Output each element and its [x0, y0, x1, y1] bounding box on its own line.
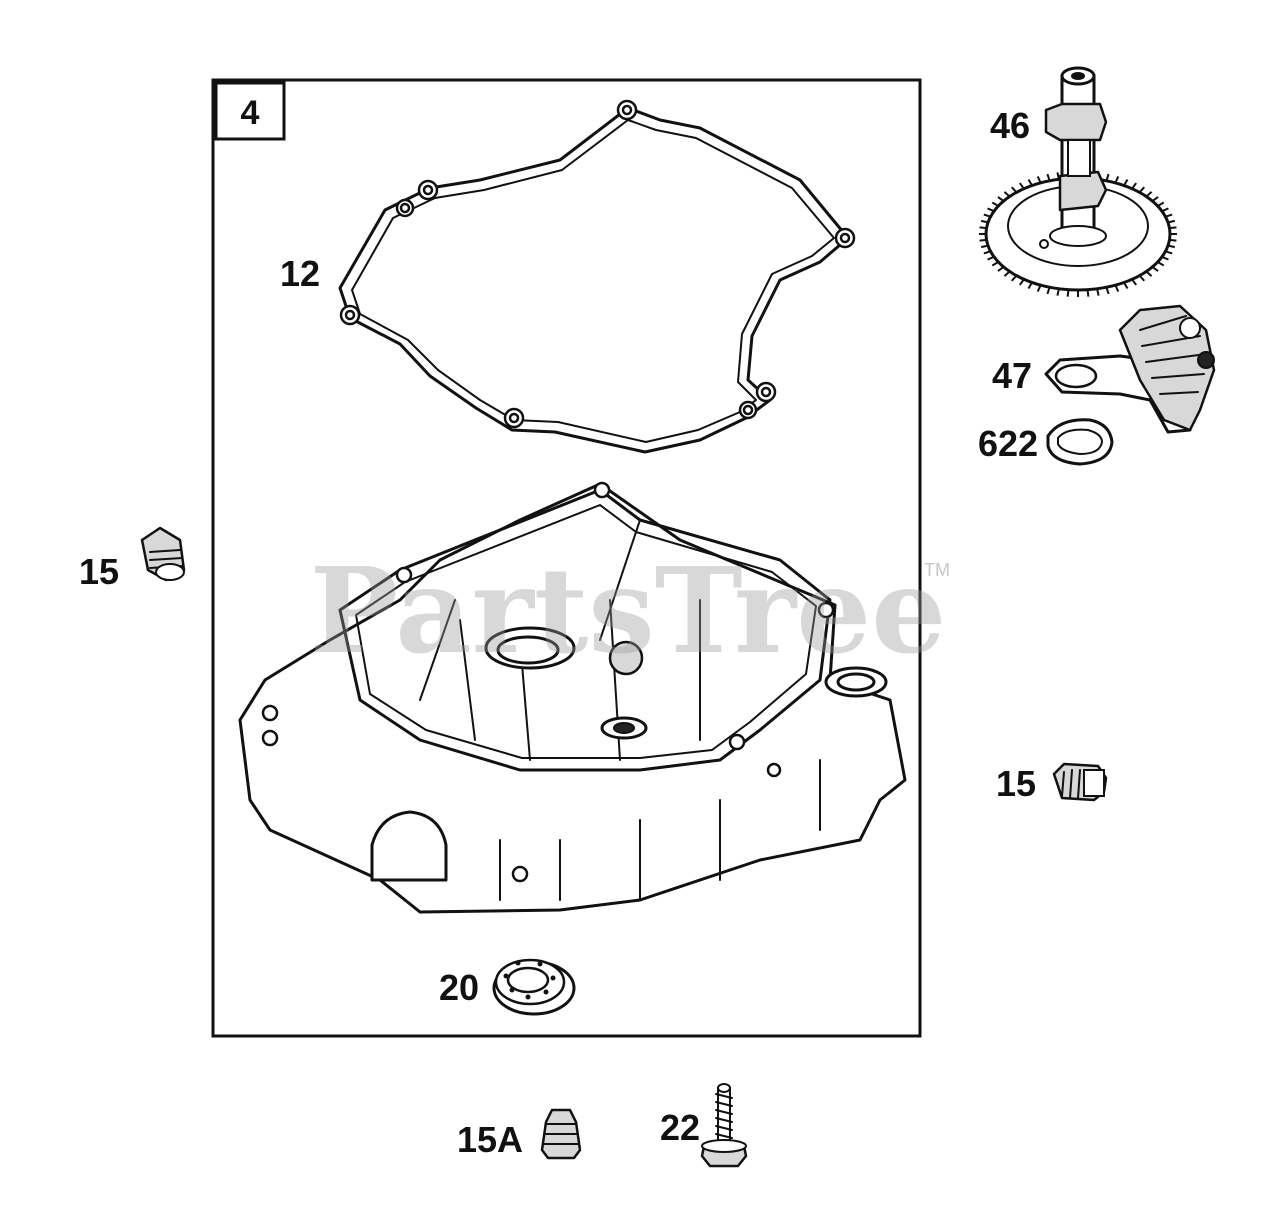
gear-tooth [1165, 250, 1173, 255]
crankcase-sump-icon [238, 481, 907, 914]
plug-icon[interactable] [140, 526, 186, 582]
gear-tooth [1123, 178, 1129, 187]
gear-tooth [1056, 172, 1060, 180]
part-label-46: 46 [990, 105, 1030, 146]
gear-tooth [1105, 286, 1110, 295]
gear-tooth [1138, 274, 1145, 282]
gear-tooth [1019, 182, 1025, 190]
gear-tooth [987, 207, 995, 213]
gear-tooth [1011, 274, 1018, 282]
gear-tooth [1138, 186, 1145, 194]
gear-tooth [997, 196, 1005, 202]
kit-number-box [214, 81, 286, 141]
gear-tooth [983, 250, 991, 255]
gear-tooth [1167, 219, 1176, 224]
oil-seal-icon[interactable] [492, 958, 576, 1016]
gear-tooth [1096, 288, 1100, 296]
gear-tooth [1046, 286, 1051, 295]
gear-tooth [980, 244, 989, 249]
gear-tooth [1169, 238, 1177, 242]
gear-tooth [1086, 289, 1090, 297]
gear-tooth [1036, 176, 1042, 184]
part-label-22: 22 [660, 1107, 700, 1148]
gear-tooth [1131, 278, 1137, 286]
part-label-622: 622 [978, 423, 1038, 464]
gear-tooth [1056, 288, 1060, 296]
gear-tooth [1131, 182, 1137, 190]
gear-tooth [991, 261, 999, 267]
kit-frame [211, 78, 922, 1038]
gear-tooth [1151, 266, 1159, 272]
gear-tooth [1066, 289, 1070, 297]
part-label-15-right: 15 [996, 763, 1036, 804]
gear-tooth [983, 213, 991, 218]
screw-icon[interactable] [700, 1083, 748, 1168]
gear-tooth [1011, 186, 1018, 194]
kit-number: 4 [241, 94, 260, 132]
gear-tooth [1157, 261, 1165, 267]
gear-tooth [1151, 196, 1159, 202]
gear-tooth [1157, 201, 1165, 207]
gear-tooth [1003, 270, 1011, 277]
part-label-15A: 15A [457, 1119, 523, 1160]
gear-tooth [979, 226, 987, 230]
gear-tooth [1046, 173, 1051, 182]
gear-tooth [1036, 284, 1042, 292]
gear-tooth [1161, 207, 1169, 213]
part-label-47: 47 [992, 355, 1032, 396]
gear-tooth [1161, 255, 1169, 261]
part-label-12: 12 [280, 253, 320, 294]
gear-tooth [1114, 284, 1120, 292]
gear-tooth [980, 219, 989, 224]
part-label-20: 20 [439, 967, 479, 1008]
gear-tooth [1105, 173, 1110, 182]
gear-tooth [979, 238, 987, 242]
gear-tooth [1169, 226, 1177, 230]
gear-tooth [1145, 191, 1153, 198]
governor-assembly-icon[interactable] [1044, 304, 1216, 434]
watermark-tm: TM [924, 560, 950, 580]
gear-tooth [1003, 191, 1011, 198]
gear-tooth [1027, 281, 1033, 290]
watermark-text: PartsTree [310, 541, 947, 680]
plug-icon[interactable] [1052, 762, 1108, 802]
gear-tooth [997, 266, 1005, 272]
part-label-15-left: 15 [79, 551, 119, 592]
plug-icon[interactable] [540, 1108, 582, 1160]
washer-icon[interactable] [1046, 418, 1114, 466]
gear-tooth [1019, 278, 1025, 286]
camshaft-gear-icon[interactable] [979, 66, 1177, 297]
gear-tooth [1123, 281, 1129, 290]
gear-tooth [987, 255, 995, 261]
gear-tooth [991, 201, 999, 207]
gear-tooth [1145, 270, 1153, 277]
gear-tooth [1114, 176, 1120, 184]
gear-tooth [1165, 213, 1173, 218]
gear-tooth [1027, 178, 1033, 187]
gear-tooth [1167, 244, 1176, 249]
gasket-icon[interactable] [338, 99, 856, 454]
